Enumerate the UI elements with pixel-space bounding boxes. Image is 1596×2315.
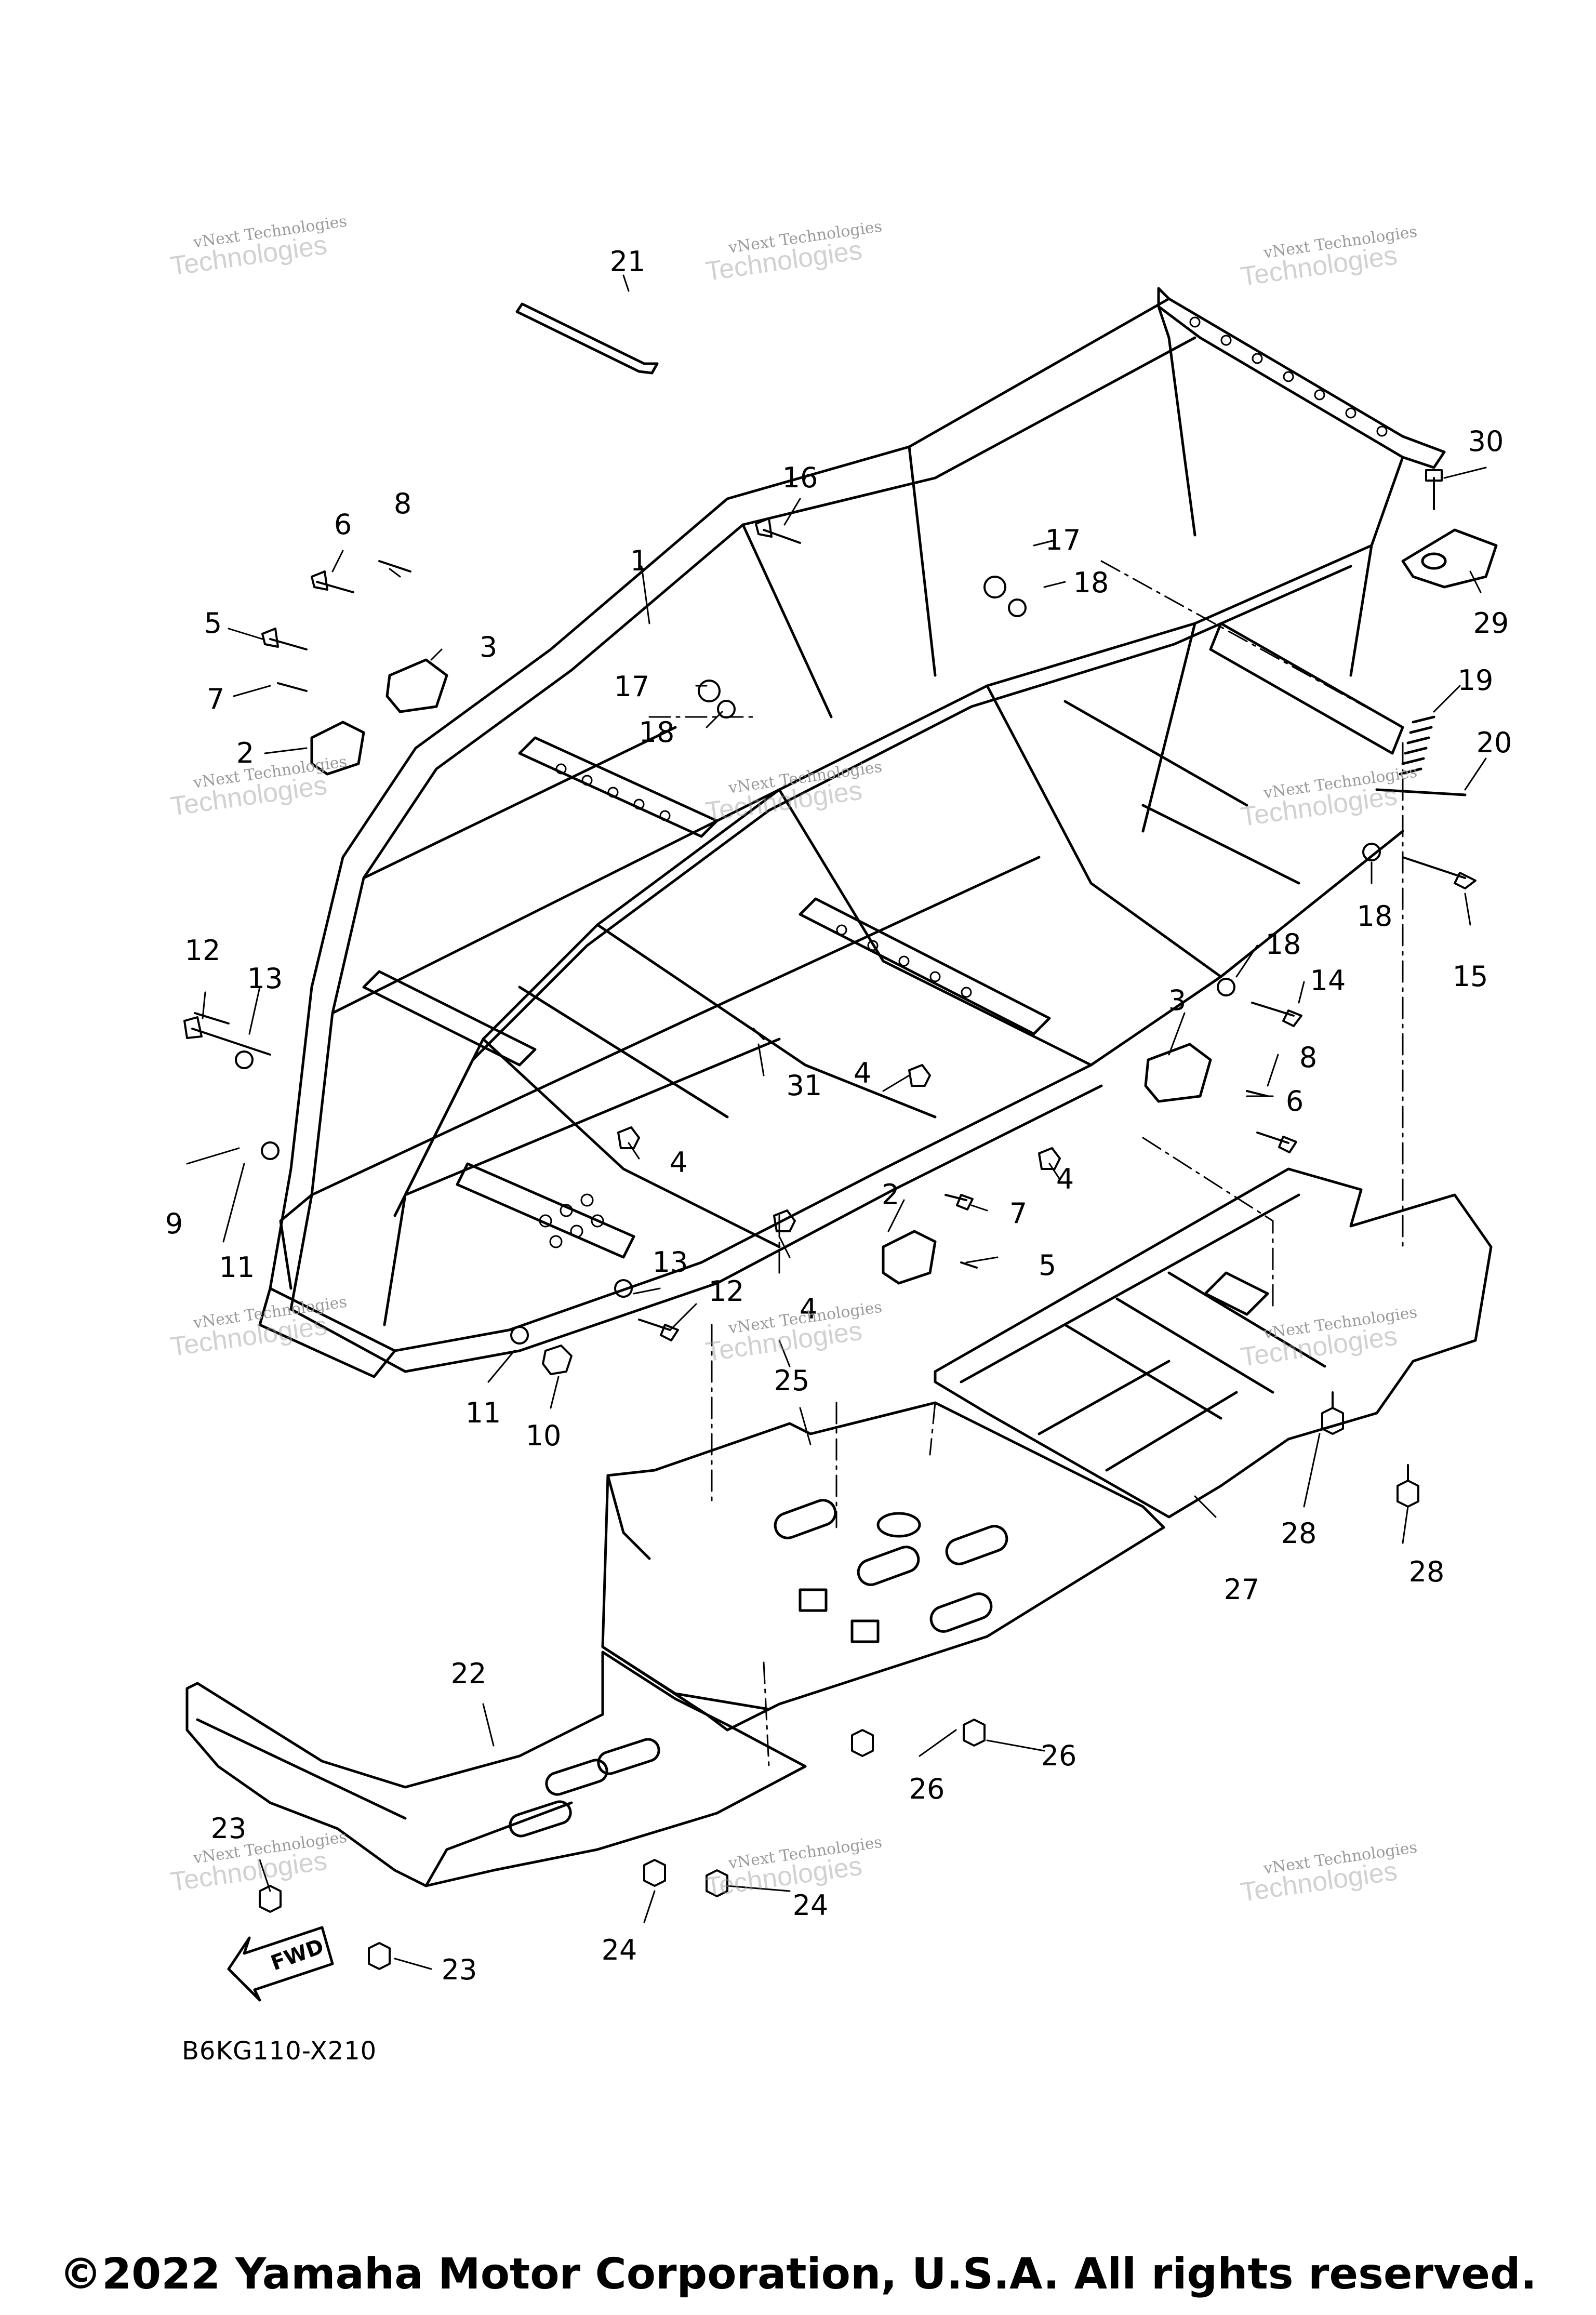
copyright-footer: ©2022 Yamaha Motor Corporation, U.S.A. A… [59, 2250, 1537, 2299]
guard-bolts [259, 1391, 1419, 1970]
spring-19 [1399, 715, 1435, 776]
frame-holes [539, 316, 1388, 1248]
callout-24b: 24 [792, 1889, 829, 1922]
guard-25 [601, 1401, 1165, 1732]
callout-6b: 6 [1285, 1085, 1304, 1117]
mount-2a [310, 721, 365, 776]
callout-11b: 11 [465, 1396, 501, 1429]
callout-18b: 18 [639, 716, 675, 749]
callout-29: 29 [1473, 607, 1509, 640]
nuts-washers [235, 576, 1381, 1375]
pin-21 [515, 302, 659, 375]
callout-18c: 18 [1356, 900, 1393, 933]
callout-17b: 17 [614, 670, 650, 703]
callout-7a: 7 [206, 683, 225, 715]
guard-27 [934, 1167, 1493, 1519]
callout-7b: 7 [1009, 1197, 1028, 1230]
callout-1: 1 [630, 544, 648, 577]
callout-3b: 3 [1168, 984, 1187, 1017]
callout-16: 16 [782, 461, 818, 494]
callout-4b: 4 [669, 1146, 688, 1179]
callout-2b: 2 [881, 1178, 900, 1211]
callout-3a: 3 [479, 631, 498, 663]
callout-26a: 26 [909, 1773, 945, 1805]
callout-13a: 13 [247, 962, 283, 995]
callout-13b: 13 [652, 1246, 688, 1279]
callout-5a: 5 [204, 607, 222, 640]
callout-31: 31 [786, 1069, 822, 1102]
callout-9: 9 [165, 1207, 183, 1240]
callout-27: 27 [1223, 1573, 1260, 1606]
callout-18d: 18 [1265, 928, 1301, 961]
callout-4c: 4 [1056, 1163, 1074, 1195]
callout-20: 20 [1476, 726, 1512, 759]
callout-18a: 18 [1073, 566, 1109, 599]
leader-lines [186, 274, 1487, 1970]
callout-12b: 12 [708, 1275, 744, 1308]
callout-25: 25 [774, 1364, 810, 1397]
diagram-code: B6KG110-X210 [182, 2037, 377, 2066]
callout-30: 30 [1468, 425, 1504, 458]
callout-22: 22 [450, 1657, 487, 1690]
callout-28b: 28 [1408, 1555, 1445, 1588]
callout-21: 21 [609, 245, 646, 278]
callout-10: 10 [525, 1419, 562, 1452]
guard-22 [185, 1651, 807, 1887]
callout-23a: 23 [210, 1812, 247, 1845]
callout-19: 19 [1457, 664, 1494, 697]
callout-4a: 4 [853, 1057, 872, 1089]
bolts [183, 469, 1477, 1341]
callout-8a: 8 [393, 487, 412, 520]
callout-14: 14 [1310, 964, 1346, 997]
frame-1 [258, 287, 1446, 1378]
callout-2a: 2 [236, 737, 255, 769]
callout-12a: 12 [184, 934, 221, 967]
bracket-29 [1401, 528, 1498, 589]
callout-17a: 17 [1045, 524, 1081, 556]
callout-5b: 5 [1038, 1249, 1057, 1282]
callout-28a: 28 [1281, 1517, 1317, 1550]
cable-20 [1375, 788, 1467, 796]
mount-3a [385, 658, 448, 713]
callout-6a: 6 [334, 508, 352, 541]
callout-24a: 24 [601, 1934, 637, 1966]
callout-23b: 23 [441, 1953, 477, 1986]
fwd-arrow [227, 1926, 334, 2002]
callout-4d: 4 [799, 1293, 818, 1325]
mount-2b [882, 1230, 937, 1285]
callout-8b: 8 [1299, 1041, 1318, 1074]
callout-26b: 26 [1041, 1739, 1077, 1772]
mount-3b [1144, 1043, 1212, 1103]
callout-11a: 11 [219, 1251, 255, 1284]
callout-15: 15 [1452, 960, 1488, 993]
